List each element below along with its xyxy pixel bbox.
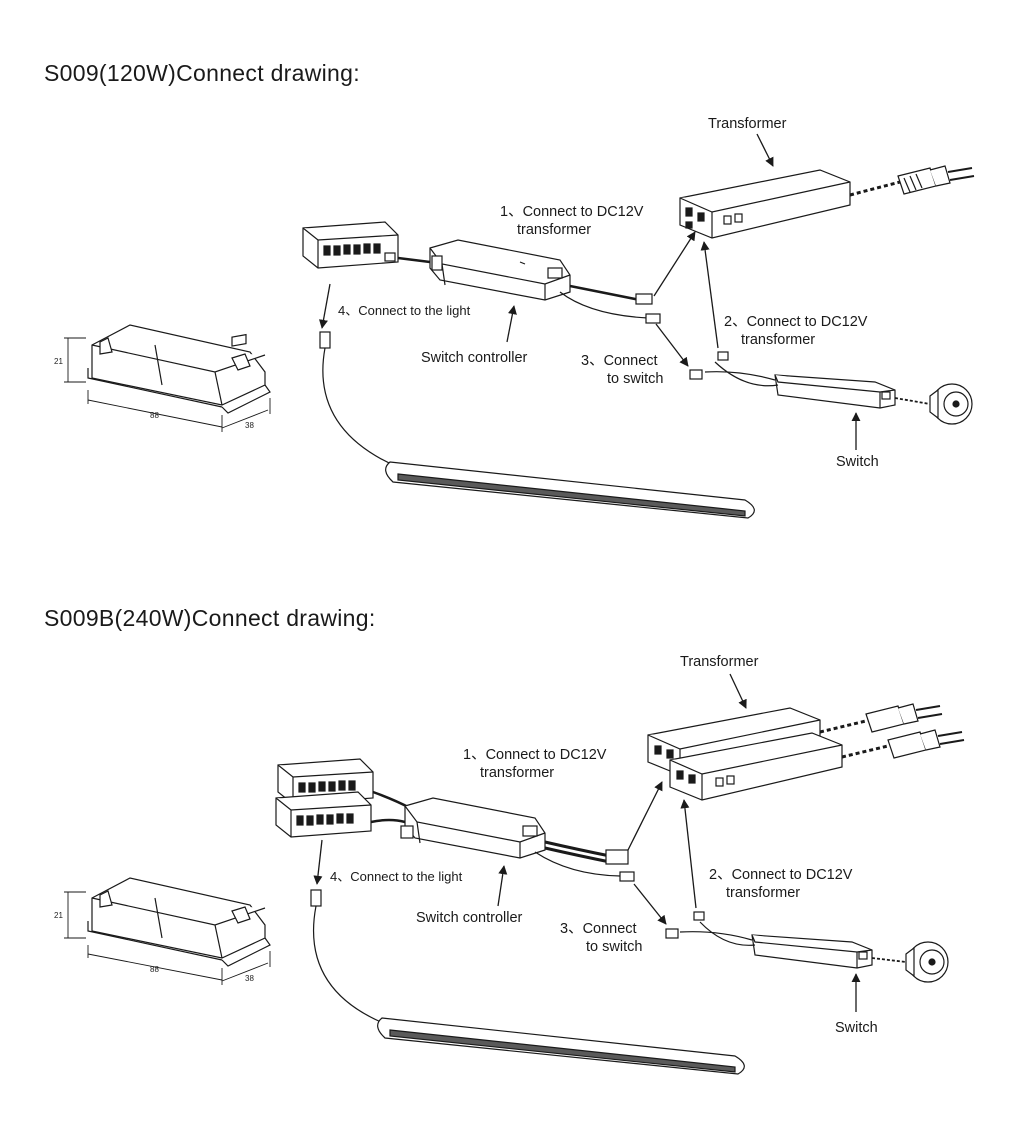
switch-sensor-module bbox=[774, 374, 896, 409]
switch-button bbox=[905, 941, 949, 983]
label-step2: 2、Connect to DC12V bbox=[724, 314, 868, 330]
label-step4: 4、Connect to the light bbox=[330, 869, 463, 884]
label-switch-controller: Switch controller bbox=[416, 910, 523, 926]
label-transformer: Transformer bbox=[708, 116, 787, 132]
distributor-block bbox=[275, 791, 372, 838]
transformer bbox=[669, 732, 843, 801]
label-step3: 3、Connect bbox=[581, 353, 658, 369]
distributor-block bbox=[302, 221, 399, 269]
label-step4: 4、Connect to the light bbox=[338, 303, 471, 318]
power-plug bbox=[887, 729, 965, 759]
power-plug bbox=[865, 703, 943, 733]
dim-height: 21 bbox=[54, 357, 63, 366]
label-transformer: Transformer bbox=[680, 654, 759, 670]
dim-width: 38 bbox=[245, 421, 254, 430]
label-switch: Switch bbox=[836, 454, 879, 470]
label-switch: Switch bbox=[835, 1020, 878, 1036]
dim-height: 21 bbox=[54, 911, 63, 920]
label-step3-cont: to switch bbox=[586, 939, 643, 955]
switch-controller bbox=[400, 797, 546, 859]
label-step1: 1、Connect to DC12V bbox=[463, 747, 607, 763]
label-step1-cont: transformer bbox=[480, 765, 555, 781]
label-step2-cont: transformer bbox=[726, 885, 801, 901]
diagram-heading: S009(120W)Connect drawing: bbox=[44, 60, 360, 86]
led-light-bar bbox=[385, 461, 755, 519]
led-light-bar bbox=[377, 1017, 745, 1075]
label-step2: 2、Connect to DC12V bbox=[709, 867, 853, 883]
switch-controller bbox=[429, 239, 571, 301]
transformer bbox=[679, 169, 851, 239]
dim-length: 88 bbox=[150, 411, 159, 420]
diagram-heading: S009B(240W)Connect drawing: bbox=[44, 605, 376, 631]
power-plug bbox=[897, 165, 975, 195]
dim-length: 88 bbox=[150, 965, 159, 974]
label-switch-controller: Switch controller bbox=[421, 350, 528, 366]
controller-dimension-view bbox=[87, 877, 271, 967]
switch-button bbox=[929, 383, 973, 425]
label-step1: 1、Connect to DC12V bbox=[500, 204, 644, 220]
label-step1-cont: transformer bbox=[517, 222, 592, 238]
label-step3: 3、Connect bbox=[560, 921, 637, 937]
label-step3-cont: to switch bbox=[607, 371, 664, 387]
switch-sensor-module bbox=[751, 934, 873, 969]
controller-dimension-view bbox=[87, 324, 271, 414]
connection-drawing-1: 21 88 38 bbox=[54, 133, 975, 519]
dim-width: 38 bbox=[245, 974, 254, 983]
label-step2-cont: transformer bbox=[741, 332, 816, 348]
light-connector bbox=[310, 889, 322, 907]
